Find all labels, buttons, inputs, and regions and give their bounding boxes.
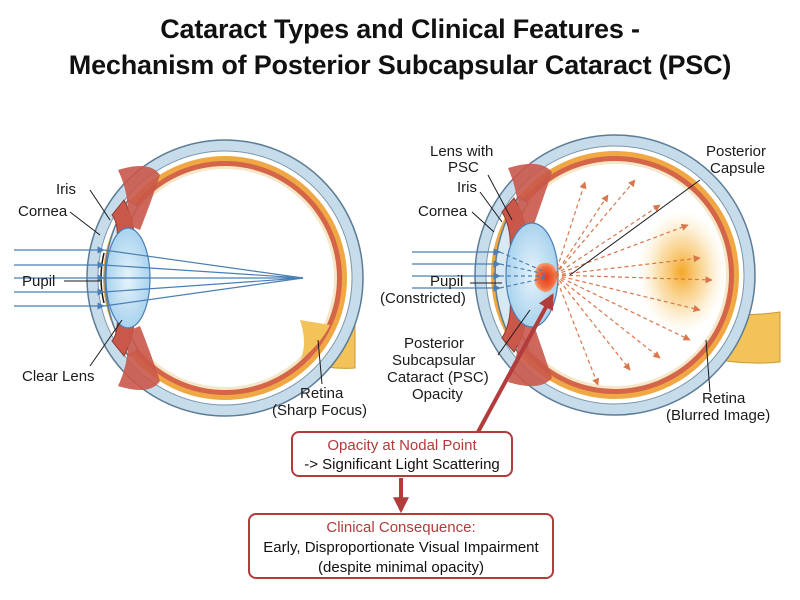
blurred-image-glow	[638, 210, 726, 334]
left-pupil-label: Pupil	[22, 273, 55, 290]
left-clear-lens-label: Clear Lens	[22, 368, 95, 385]
right-incoming-rays	[412, 248, 546, 292]
consequence-arrows	[393, 293, 554, 514]
posterior-capsule-label-1: Posterior	[706, 143, 766, 160]
left-iris-label: Iris	[56, 181, 76, 198]
opacity-pointer-arrow	[476, 293, 554, 433]
right-cornea-label: Cornea	[418, 203, 468, 220]
box1-heading: Opacity at Nodal Point	[327, 437, 477, 454]
page-title-line-2: Mechanism of Posterior Subcapsular Catar…	[68, 50, 732, 80]
psc-label-1: Posterior	[404, 335, 464, 352]
page-title-line-1: Cataract Types and Clinical Features -	[160, 14, 640, 44]
scattered-light-rays	[554, 179, 713, 386]
left-eye: Iris Cornea Pupil Clear Lens Retina (Sha…	[14, 139, 367, 419]
opacity-nodal-point-box: Opacity at Nodal Point -> Significant Li…	[291, 431, 513, 477]
box2-text-1: Early, Disproportionate Visual Impairmen…	[263, 539, 539, 556]
right-pupil-label-2: (Constricted)	[380, 290, 466, 307]
right-iris-label: Iris	[457, 179, 477, 196]
right-pupil-label-1: Pupil	[430, 273, 463, 290]
right-eye: Lens with PSC Iris Cornea Pupil (Constri…	[380, 134, 781, 424]
box1-text: -> Significant Light Scattering	[304, 456, 500, 473]
left-cornea-label: Cornea	[18, 203, 68, 220]
posterior-capsule-label-2: Capsule	[710, 160, 765, 177]
psc-label-2: Subcapsular	[392, 352, 475, 369]
psc-label-3: Cataract (PSC)	[387, 369, 489, 386]
box2-heading: Clinical Consequence:	[326, 519, 476, 536]
lens-psc-label-2: PSC	[448, 159, 479, 176]
left-retina-label-1: Retina	[300, 385, 344, 402]
clinical-consequence-box: Clinical Consequence: Early, Disproporti…	[248, 513, 554, 579]
box2-text-2: (despite minimal opacity)	[318, 559, 484, 576]
right-retina-label-2: (Blurred Image)	[666, 407, 770, 424]
psc-label-4: Opacity	[412, 386, 463, 403]
lens-psc-label-1: Lens with	[430, 143, 493, 160]
left-retina-label-2: (Sharp Focus)	[272, 402, 367, 419]
left-light-rays	[14, 246, 304, 310]
right-retina-label-1: Retina	[702, 390, 746, 407]
